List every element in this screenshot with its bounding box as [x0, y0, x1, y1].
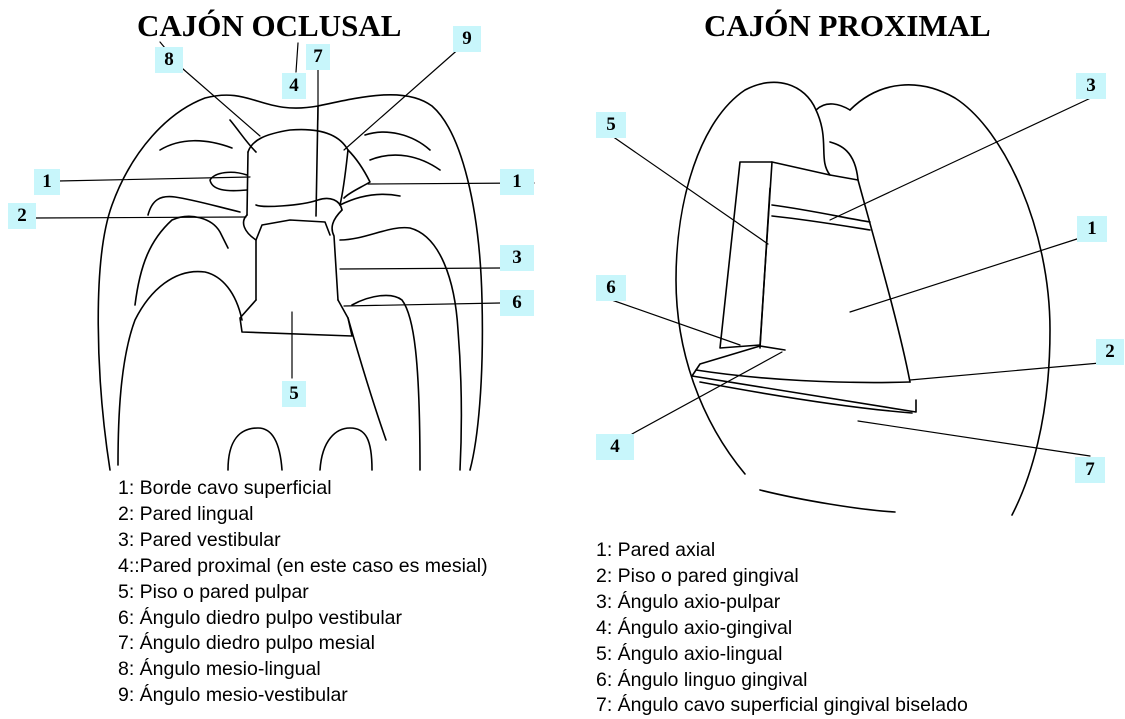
occlusal-tooth-drawing [98, 95, 482, 470]
left-legend-item: 1: Borde cavo superficial [118, 476, 488, 502]
right-callout-4: 4 [596, 434, 634, 460]
left-legend: 1: Borde cavo superficial 2: Pared lingu… [118, 476, 488, 709]
left-callout-6: 6 [500, 290, 534, 316]
right-legend-item: 1: Pared axial [596, 538, 968, 564]
right-callout-3: 3 [1076, 73, 1106, 99]
left-legend-item: 7: Ángulo diedro pulpo mesial [118, 631, 488, 657]
right-legend-item: 2: Piso o pared gingival [596, 564, 968, 590]
right-legend-item: 6: Ángulo linguo gingival [596, 668, 968, 694]
left-legend-item: 2: Pared lingual [118, 502, 488, 528]
left-callout-4: 4 [282, 73, 306, 99]
right-legend-item: 3: Ángulo axio-pulpar [596, 590, 968, 616]
right-legend: 1: Pared axial 2: Piso o pared gingival … [596, 538, 968, 719]
right-callout-1: 1 [1077, 216, 1107, 242]
left-legend-item: 9: Ángulo mesio-vestibular [118, 683, 488, 709]
left-callout-9: 9 [453, 26, 481, 52]
left-callout-1-lingual-side: 1 [34, 169, 60, 195]
left-legend-item: 5: Piso o pared pulpar [118, 580, 488, 606]
left-callout-8: 8 [155, 47, 183, 73]
right-legend-item: 4: Ángulo axio-gingival [596, 616, 968, 642]
right-callout-2: 2 [1096, 339, 1124, 365]
right-callout-5: 5 [596, 112, 626, 138]
left-callout-5: 5 [282, 381, 306, 407]
right-callout-6: 6 [596, 275, 626, 301]
left-callout-2: 2 [8, 203, 36, 229]
proximal-tooth-drawing [676, 82, 1050, 515]
right-legend-item: 5: Ángulo axio-lingual [596, 642, 968, 668]
left-callout-3: 3 [500, 245, 534, 271]
left-legend-item: 6: Ángulo diedro pulpo vestibular [118, 606, 488, 632]
left-legend-item: 8: Ángulo mesio-lingual [118, 657, 488, 683]
left-legend-item: 3: Pared vestibular [118, 528, 488, 554]
left-callout-1-vestibular-side: 1 [500, 169, 534, 195]
right-callout-7: 7 [1075, 457, 1105, 483]
left-legend-item: 4::Pared proximal (en este caso es mesia… [118, 554, 488, 580]
left-callout-7: 7 [306, 44, 330, 70]
right-legend-item: 7: Ángulo cavo superficial gingival bise… [596, 693, 968, 719]
